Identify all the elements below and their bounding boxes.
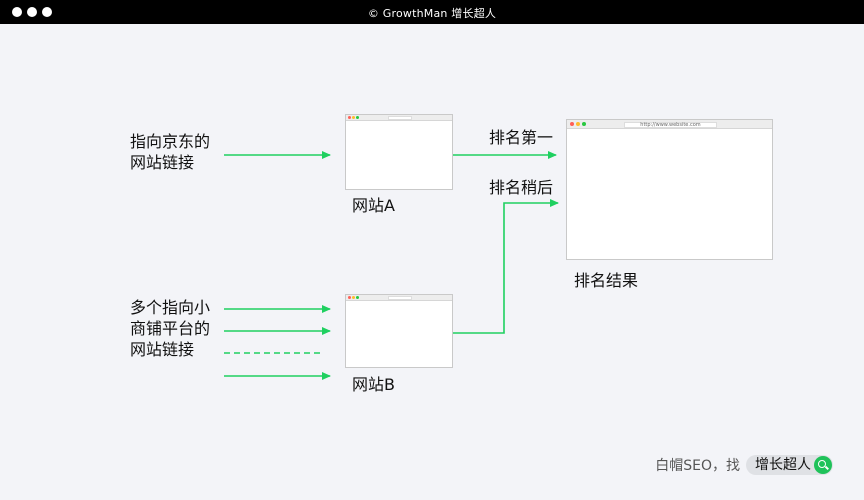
window-titlebar: © GrowthMan 增长超人 xyxy=(0,0,864,24)
search-result-browser: http://www.website.com xyxy=(566,119,773,260)
links-to-shops-label-line3: 网站链接 xyxy=(130,340,195,359)
window-title: © GrowthMan 增长超人 xyxy=(367,7,497,20)
links-to-jd-label: 指向京东的 网站链接 xyxy=(130,131,210,173)
browser-zoom-dot xyxy=(356,296,359,299)
window-minimize-dot[interactable] xyxy=(27,7,37,17)
links-to-shops-label: 多个指向小 商铺平台的 网站链接 xyxy=(130,297,210,360)
browser-close-dot xyxy=(570,122,574,126)
window-maximize-dot[interactable] xyxy=(42,7,52,17)
site-a-browser-toolbar xyxy=(346,115,452,121)
footer-text: 白帽SEO，找 xyxy=(655,458,740,474)
browser-minimize-dot xyxy=(352,296,355,299)
result-browser-toolbar: http://www.website.com xyxy=(567,120,772,129)
site-a-label: 网站A xyxy=(352,196,395,215)
browser-close-dot xyxy=(348,296,351,299)
window-close-dot[interactable] xyxy=(12,7,22,17)
ranking-result-label: 排名结果 xyxy=(574,271,639,290)
browser-minimize-dot xyxy=(352,116,355,119)
arrow-site-b-rank-later xyxy=(453,199,559,334)
site-b-browser-toolbar xyxy=(346,295,452,301)
rank-first-label: 排名第一 xyxy=(489,128,554,147)
browser-url-text: http://www.website.com xyxy=(640,122,701,128)
rank-later-label: 排名稍后 xyxy=(489,178,554,197)
browser-minimize-dot xyxy=(576,122,580,126)
search-icon[interactable] xyxy=(814,456,832,474)
browser-address-bar xyxy=(388,296,412,300)
footer-brand: 白帽SEO，找 增长超人 xyxy=(655,455,833,475)
links-to-shops-label-line2: 商铺平台的 xyxy=(130,319,211,338)
links-to-jd-label-line2: 网站链接 xyxy=(130,153,195,172)
brand-name: 增长超人 xyxy=(755,457,811,473)
site-a-browser xyxy=(345,114,453,190)
browser-address-bar: http://www.website.com xyxy=(624,122,717,128)
links-to-jd-label-line1: 指向京东的 xyxy=(130,132,211,151)
browser-address-bar xyxy=(388,116,412,120)
brand-search-pill[interactable]: 增长超人 xyxy=(746,455,833,475)
links-to-shops-label-line1: 多个指向小 xyxy=(130,298,211,317)
browser-zoom-dot xyxy=(356,116,359,119)
browser-zoom-dot xyxy=(582,122,586,126)
browser-close-dot xyxy=(348,116,351,119)
site-b-browser xyxy=(345,294,453,368)
site-b-label: 网站B xyxy=(352,375,395,394)
